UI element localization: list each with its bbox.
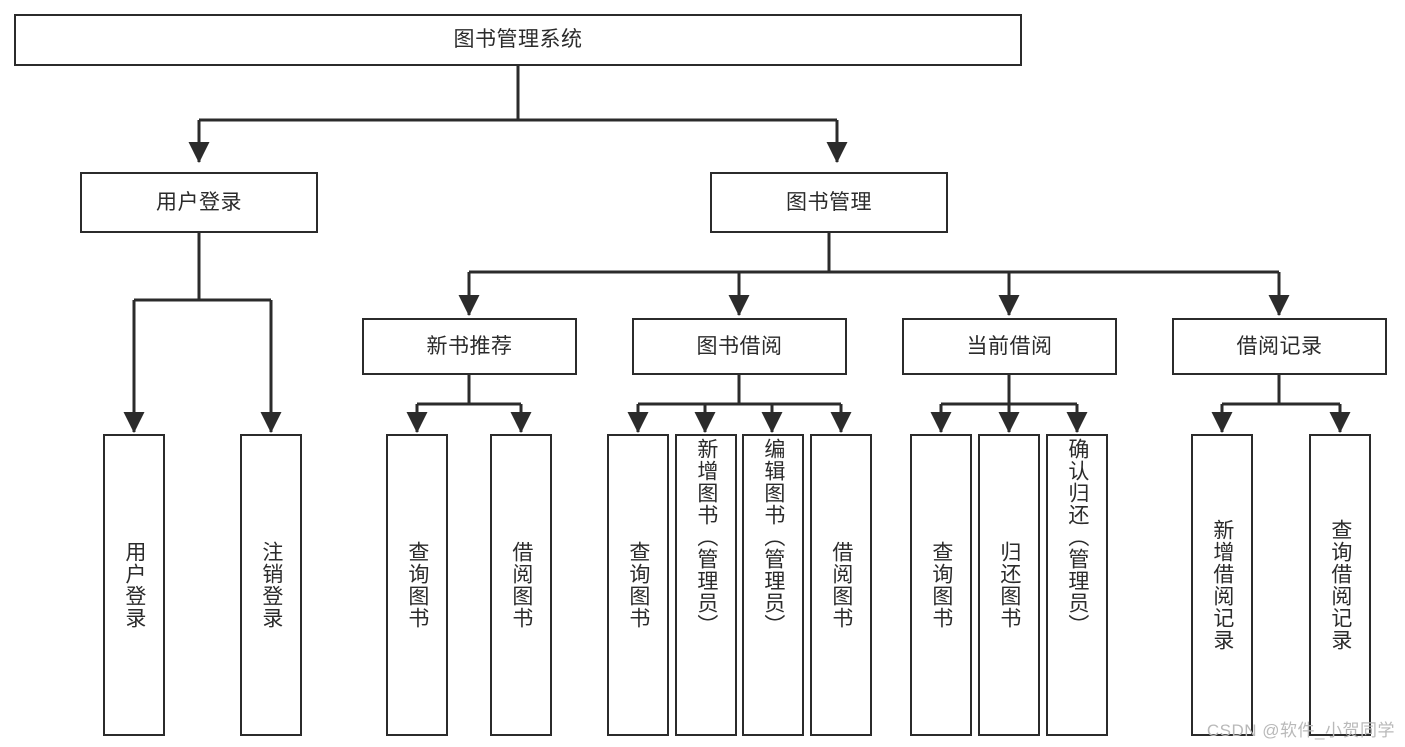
leaf-return-book-label: 归还图书: [997, 541, 1021, 629]
node-book-management[interactable]: 图书管理: [710, 172, 948, 233]
leaf-user-login[interactable]: 用户登录: [103, 434, 165, 736]
leaf-logout-label: 注销登录: [259, 541, 283, 629]
leaf-add-book-admin[interactable]: 新增图书（管理员）: [675, 434, 737, 736]
node-user-login-label: 用户登录: [156, 190, 242, 214]
node-user-login[interactable]: 用户登录: [80, 172, 318, 233]
node-root[interactable]: 图书管理系统: [14, 14, 1022, 66]
node-borrow-record[interactable]: 借阅记录: [1172, 318, 1387, 375]
leaf-borrow-book-recommend[interactable]: 借阅图书: [490, 434, 552, 736]
leaf-query-borrow-record[interactable]: 查询借阅记录: [1309, 434, 1371, 736]
node-new-book-recommend[interactable]: 新书推荐: [362, 318, 577, 375]
node-current-borrow-label: 当前借阅: [966, 334, 1053, 358]
leaf-query-book-recommend[interactable]: 查询图书: [386, 434, 448, 736]
leaf-logout[interactable]: 注销登录: [240, 434, 302, 736]
node-book-management-label: 图书管理: [786, 190, 872, 214]
leaf-borrow-book-borrow-label: 借阅图书: [829, 541, 853, 629]
node-book-borrow-label: 图书借阅: [696, 334, 783, 358]
leaf-query-borrow-record-label: 查询借阅记录: [1328, 519, 1352, 651]
leaf-add-borrow-record-label: 新增借阅记录: [1210, 519, 1234, 651]
leaf-borrow-book-recommend-label: 借阅图书: [509, 541, 533, 629]
leaf-edit-book-admin[interactable]: 编辑图书（管理员）: [742, 434, 804, 736]
leaf-query-book-current[interactable]: 查询图书: [910, 434, 972, 736]
leaf-borrow-book-borrow[interactable]: 借阅图书: [810, 434, 872, 736]
node-book-borrow[interactable]: 图书借阅: [632, 318, 847, 375]
leaf-query-book-borrow[interactable]: 查询图书: [607, 434, 669, 736]
node-current-borrow[interactable]: 当前借阅: [902, 318, 1117, 375]
leaf-query-book-current-label: 查询图书: [929, 541, 953, 629]
leaf-add-borrow-record[interactable]: 新增借阅记录: [1191, 434, 1253, 736]
leaf-confirm-return-admin[interactable]: 确认归还（管理员）: [1046, 434, 1108, 736]
leaf-query-book-borrow-label: 查询图书: [626, 541, 650, 629]
leaf-edit-book-admin-label: 编辑图书（管理员）: [761, 438, 785, 636]
node-new-book-recommend-label: 新书推荐: [426, 334, 513, 358]
leaf-query-book-recommend-label: 查询图书: [405, 541, 429, 629]
leaf-return-book[interactable]: 归还图书: [978, 434, 1040, 736]
leaf-add-book-admin-label: 新增图书（管理员）: [694, 438, 718, 636]
leaf-confirm-return-admin-label: 确认归还（管理员）: [1065, 438, 1089, 636]
node-borrow-record-label: 借阅记录: [1236, 334, 1323, 358]
node-root-label: 图书管理系统: [453, 28, 583, 52]
leaf-user-login-label: 用户登录: [122, 541, 146, 629]
